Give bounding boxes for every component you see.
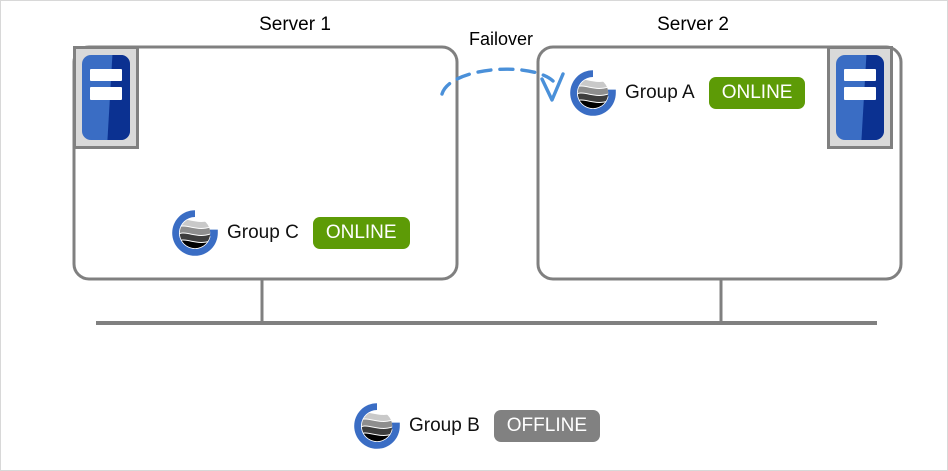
- group-c-label: Group C: [227, 222, 299, 243]
- group-row-a: Group A ONLINE: [567, 67, 806, 119]
- machine-bar-bottom: [844, 87, 876, 101]
- failover-label: Failover: [468, 29, 534, 49]
- machine-bar-top: [844, 68, 876, 82]
- failover-arrow-curve: [440, 67, 555, 96]
- group-logo-spacer-b: [351, 400, 403, 452]
- server-machine-icon-1: [73, 46, 139, 149]
- machine-bar-top: [90, 68, 122, 82]
- server-machine-icon-2: [827, 46, 893, 149]
- machine-body: [82, 55, 130, 140]
- group-logo-spacer-a: [567, 67, 619, 119]
- group-c-status-badge: ONLINE: [312, 217, 410, 249]
- group-b-status-badge: OFFLINE: [493, 410, 600, 442]
- machine-bar-bottom: [90, 87, 122, 101]
- group-a-status-badge: ONLINE: [708, 77, 806, 109]
- group-logo-spacer-c: [169, 207, 221, 259]
- server-1-title: Server 1: [259, 14, 331, 35]
- server-2-title: Server 2: [657, 14, 729, 35]
- group-a-label: Group A: [625, 82, 695, 103]
- group-b-label: Group B: [409, 415, 480, 436]
- machine-body: [836, 55, 884, 140]
- group-row-c: Group C ONLINE: [169, 207, 410, 259]
- group-row-b: Group B OFFLINE: [351, 400, 600, 452]
- failover-arrow-head: [540, 72, 565, 102]
